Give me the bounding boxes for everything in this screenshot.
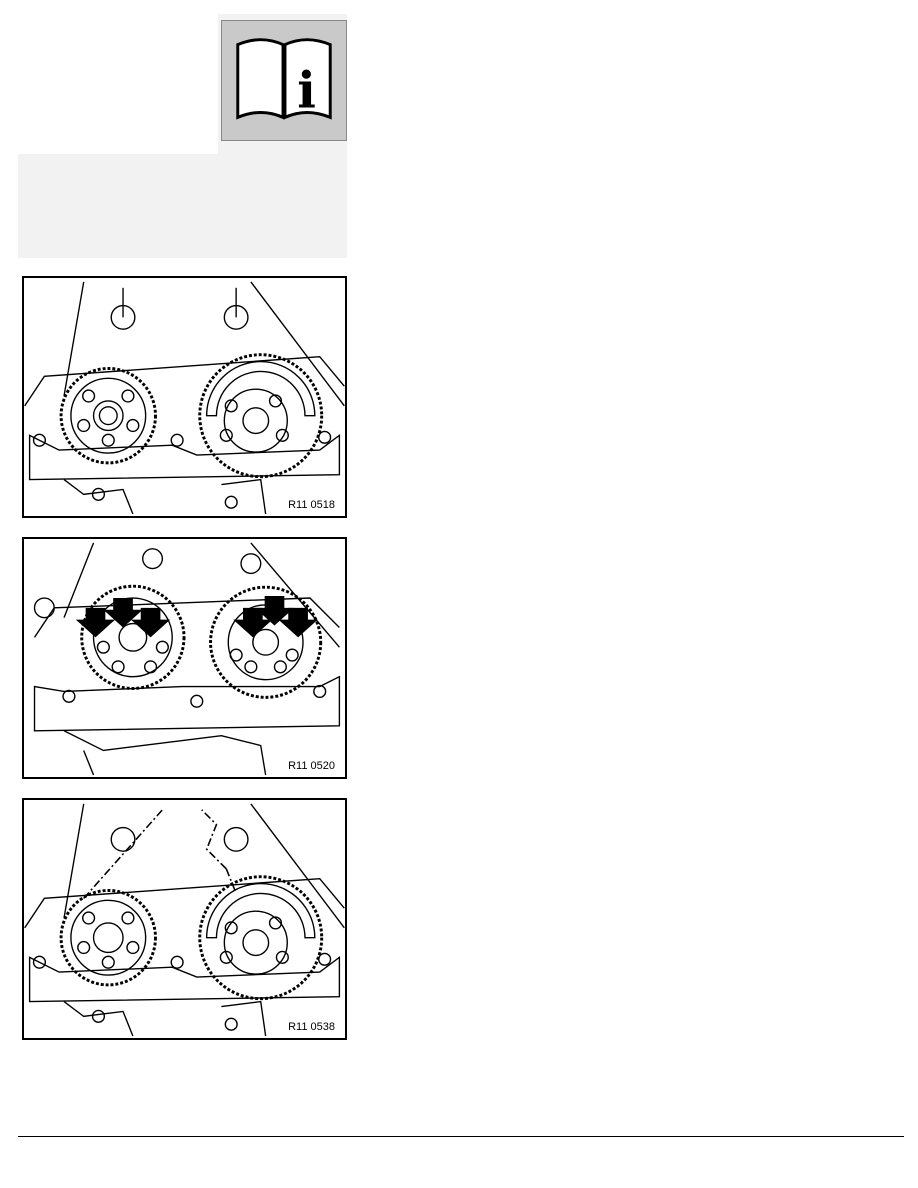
info-book-icon: i — [221, 20, 347, 141]
figure-label: R11 0538 — [288, 1021, 335, 1033]
figure-label: R11 0520 — [288, 760, 335, 772]
engine-timing-illustration-2 — [33, 542, 341, 776]
panel-mask — [18, 14, 218, 154]
figure-r11-0520: R11 0520 — [22, 537, 347, 779]
info-glyph: i — [297, 62, 316, 120]
figure-r11-0518: R11 0518 — [22, 276, 347, 518]
footer-rule — [18, 1136, 904, 1137]
figure-label: R11 0518 — [288, 499, 335, 511]
figure-r11-0538: R11 0538 — [22, 798, 347, 1040]
engine-timing-illustration-1 — [24, 281, 345, 515]
engine-timing-illustration-3 — [24, 803, 345, 1037]
